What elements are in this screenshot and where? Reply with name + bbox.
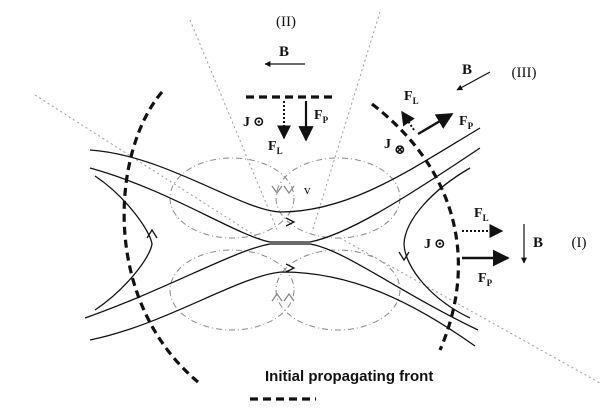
fl-base-3: F [404,89,413,104]
field-direction-markers [146,217,410,273]
fp-label-2: FP [314,108,329,125]
b-label-1: B [533,235,543,251]
j-label-2: J⊙ [243,115,265,130]
region-3-annotations: (III) B FL FP J⊗ [384,62,536,158]
field-arrow-right [398,251,410,262]
field-arrow-upper [285,217,296,227]
current-in-icon-3: ⊗ [394,143,406,158]
current-out-icon-1: ⊙ [434,237,446,252]
fp-label-1: FP [478,271,493,288]
b-arrow-3 [456,71,491,91]
field-line-right-cusp [403,167,471,319]
fp-arrow-3 [417,112,454,136]
fl-base-2: F [268,139,277,154]
sector-line-upper-left [189,19,279,233]
sector-line-upper-right [311,11,381,233]
inflow-chevrons [271,185,295,302]
fl-arrow-3 [401,110,415,131]
region-label-3: (III) [512,65,537,81]
fp-sub-1: P [487,278,493,288]
region-label-1: (I) [572,235,587,251]
sector-line-right [339,237,601,384]
flow-cell-lower-left [169,249,295,331]
field-line-lower-inner [84,243,479,331]
field-line-upper-outer [89,127,481,213]
sector-line-left [34,94,263,241]
fp-base-1: F [478,271,487,286]
fl-label-2: FL [268,139,283,156]
fl-sub-1: L [483,213,489,223]
field-arrow-lower [285,263,296,273]
velocity-label: v [304,182,311,197]
inflow-chevron-bottom-2 [283,292,295,302]
fp-base-3: F [459,114,468,129]
flow-cell-upper-right [275,157,401,239]
field-lines [84,127,481,347]
fl-base-1: F [474,206,483,221]
inflow-chevron-bottom-1 [271,292,283,302]
region-2-annotations: (II) B J⊙ FL FP [243,14,329,156]
fl-label-1: FL [474,206,489,223]
flow-cell-lower-right [275,249,401,331]
fp-base-2: F [314,108,323,123]
j-symbol-1: J [424,237,431,252]
field-line-left-cusp [94,175,153,311]
region-1-annotations: (I) B FL FP J⊙ [424,206,587,288]
j-symbol-2: J [243,115,250,130]
flow-cell-upper-left [169,157,295,239]
field-line-upper-inner [89,147,481,243]
current-out-icon-2: ⊙ [253,115,265,130]
field-line-lower-outer [89,271,476,347]
inflow-chevron-top-2 [283,185,295,195]
fl-label-3: FL [404,89,419,106]
front-right [371,102,460,351]
j-label-1: J⊙ [424,237,446,252]
b-label-2: B [279,44,289,60]
fp-sub-3: P [468,121,474,131]
front-caption: Initial propagating front [265,368,433,385]
inflow-chevron-top-1 [271,185,283,195]
field-arrow-left [146,228,158,239]
fl-sub-2: L [277,146,283,156]
region-label-2: (II) [276,14,296,30]
propagating-fronts [122,90,460,401]
fl-sub-3: L [413,96,419,106]
fp-sub-2: P [323,115,329,125]
front-left [122,90,200,384]
fp-label-3: FP [459,114,474,131]
b-label-3: B [462,62,472,78]
j-symbol-3: J [384,137,391,152]
sector-lines [34,11,601,384]
j-label-3: J⊗ [384,137,406,158]
